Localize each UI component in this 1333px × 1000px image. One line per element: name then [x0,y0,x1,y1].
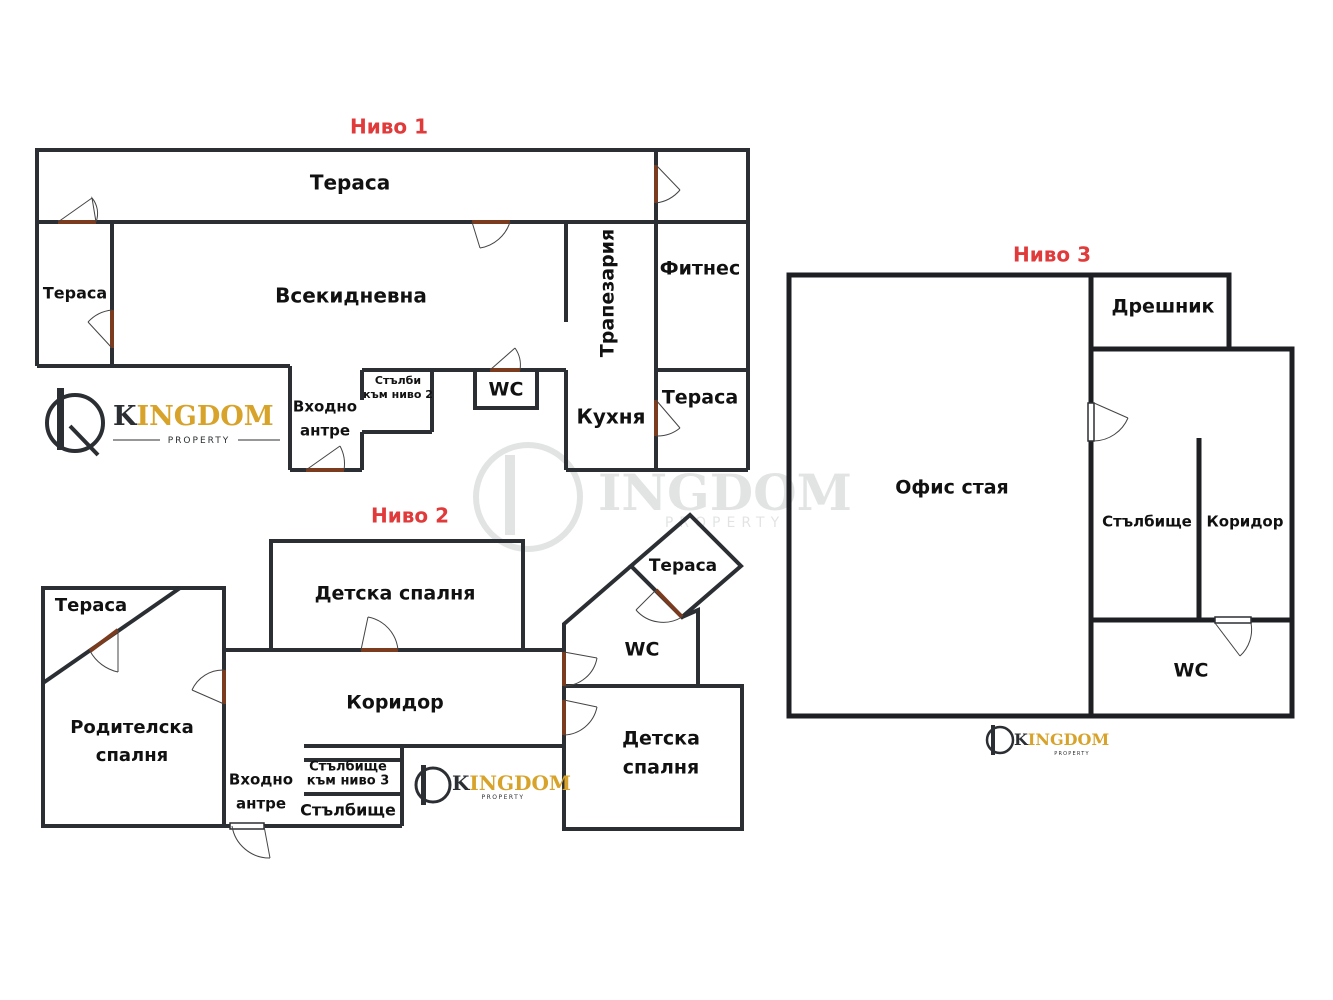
level-1-doors [57,164,681,472]
brand-k-level-1: KINGDOM [113,401,274,432]
room-l1-dining: Трапезария [597,229,619,357]
room-l1-stairs-line2: към ниво 2 [363,388,433,401]
room-l2-entry-line1: Входно [229,771,293,789]
room-l2-stairs3-line1: Стълбище [309,760,387,775]
room-l2-entry-line2: антре [236,795,286,813]
level-2-title: Ниво 2 [371,504,449,528]
level-2-doors [88,588,684,859]
level-3-walls [786,272,1295,719]
brand-k-level-2: KINGDOM [452,771,571,795]
room-l2-kids-top: Детска спалня [315,583,476,605]
room-l2-wc: WC [625,639,660,661]
room-l3-corridor: Коридор [1207,513,1284,531]
room-l2-terrace-left: Тераса [55,595,127,616]
brand-sub-level-1: PROPERTY [168,436,230,446]
room-l2-parent-line1: Родителска [70,717,194,738]
room-l1-fitness: Фитнес [660,258,740,280]
room-l3-stairs: Стълбище [1102,513,1192,531]
room-l1-terrace-left: Тераса [43,284,107,303]
room-l2-kids-right-line1: Детска [622,728,700,750]
brand-sub-level-3: PROPERTY [1054,751,1089,757]
room-l2-corridor: Коридор [346,692,444,714]
level-2-walls [41,512,744,831]
room-l1-terrace-right: Тераса [662,387,738,409]
room-l3-office: Офис стая [895,477,1009,499]
brand-k-level-3: KINGDOM [1014,730,1109,749]
room-l1-terrace-top: Тераса [310,171,390,195]
brand-sub-level-2: PROPERTY [482,794,525,801]
brand-logo-level-2: KINGDOM PROPERTY [414,765,571,805]
brand-logo-level-3: KINGDOM PROPERTY [985,725,1109,757]
room-l2-parent-line2: спалня [96,745,168,766]
level-1-title: Ниво 1 [350,115,428,139]
room-l2-kids-right-line2: спалня [623,757,699,779]
room-l1-kitchen: Кухня [577,405,646,429]
watermark-brand-name: INGDOM [598,463,852,522]
watermark-logo: INGDOM PROPERTY [473,442,852,552]
room-l2-stairs: Стълбище [300,801,396,820]
room-l2-terrace-diamond: Тераса [649,556,717,576]
room-l3-wc: WC [1174,660,1209,682]
room-l1-stairs-line1: Стълби [375,374,421,387]
brand-logo-level-1: KINGDOM PROPERTY [45,388,280,457]
level-3-doors [1087,402,1253,657]
room-l1-entry-line2: антре [300,422,350,440]
room-l1-living: Всекидневна [275,284,427,308]
room-l2-stairs3-line2: към ниво 3 [307,774,390,789]
level-3-title: Ниво 3 [1013,243,1091,267]
room-l1-wc: WC [489,379,524,401]
room-l3-wardrobe: Дрешник [1112,296,1215,318]
room-l1-entry-line1: Входно [293,398,357,416]
